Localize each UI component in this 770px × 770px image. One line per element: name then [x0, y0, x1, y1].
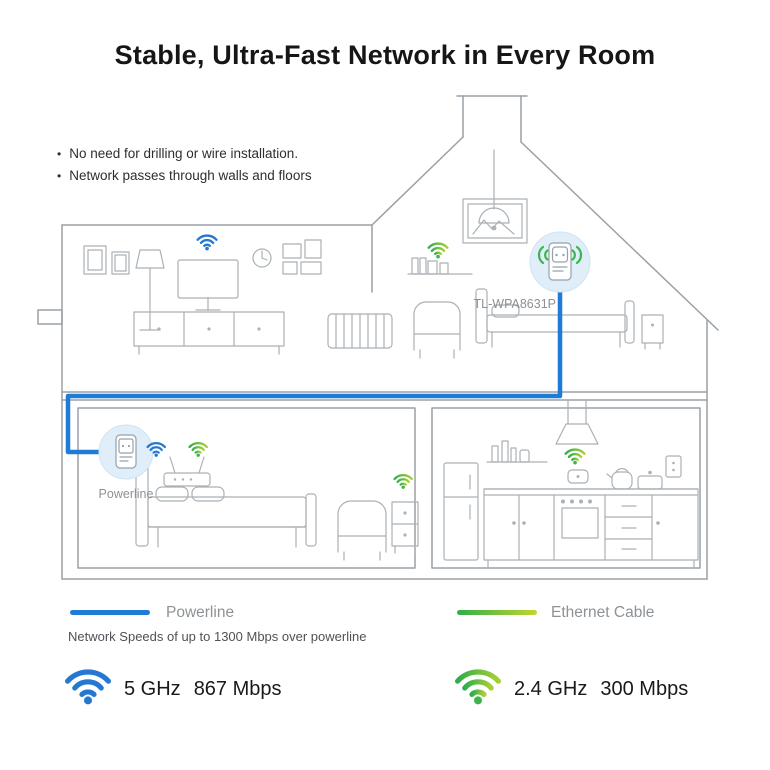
wifi-icon-blue — [196, 234, 218, 252]
wall-shelves — [282, 239, 322, 275]
attic-nightstand — [641, 314, 664, 350]
legend-ethernet-line — [457, 610, 537, 615]
picture-frames — [83, 245, 130, 275]
band-speed: 867 Mbps — [193, 678, 282, 700]
bullet-item: • Network passes through walls and floor… — [57, 165, 312, 187]
band-label: 5 GHz — [124, 678, 181, 700]
roof — [61, 136, 719, 331]
attic-picture-frame — [462, 198, 528, 244]
wifi-icon-green — [564, 448, 586, 466]
attic-bed — [475, 288, 635, 348]
bullet-dot: • — [57, 147, 62, 161]
room-bedroom — [77, 407, 416, 569]
wifi-icon-24ghz — [458, 672, 499, 704]
wifi-band-5ghz: 5 GHz 867 Mbps — [124, 678, 282, 701]
bullet-dot: • — [57, 169, 62, 183]
band-label: 2.4 GHz — [514, 678, 588, 700]
chimney — [456, 95, 528, 143]
powerline-extender-device — [529, 231, 591, 293]
tv — [177, 259, 239, 311]
bullet-item: • No need for drilling or wire installat… — [57, 143, 312, 165]
wall-outlet — [665, 455, 682, 478]
range-hood — [555, 399, 599, 445]
radiator-crib — [327, 313, 393, 349]
sideboard — [133, 311, 285, 355]
bed — [135, 463, 317, 548]
smart-device-kitchen — [567, 469, 589, 484]
powerline-adapter-label: Powerline — [98, 487, 154, 501]
legend-ethernet-label: Ethernet Cable — [551, 604, 655, 621]
wifi-icon-green — [427, 242, 449, 260]
wifi-icon-5ghz — [68, 672, 109, 704]
kitchen-cabinets — [483, 488, 699, 569]
bullet-text: Network passes through walls and floors — [69, 168, 312, 183]
powerline-cable — [65, 288, 563, 455]
kettle — [606, 468, 633, 490]
armchair-bedroom — [337, 500, 387, 561]
wifi-arc-left — [537, 245, 545, 265]
bullet-list: • No need for drilling or wire installat… — [57, 143, 312, 187]
powerline-adapter-device — [98, 424, 154, 480]
page-title: Stable, Ultra-Fast Network in Every Room — [114, 40, 656, 70]
book-shelf — [407, 257, 473, 275]
extender-model-label: TL-WPA8631P — [473, 297, 556, 311]
left-eave — [37, 309, 63, 325]
legend-powerline-line — [70, 610, 150, 615]
wall-clock — [252, 248, 272, 268]
bottle-shelf — [486, 440, 548, 463]
wifi-arc-right — [575, 245, 583, 265]
wifi-arc-left — [544, 249, 549, 261]
wifi-icon-green — [393, 473, 413, 490]
wifi-icon-green — [188, 441, 208, 458]
pot — [637, 470, 663, 490]
house-outline — [37, 95, 719, 580]
wifi-router — [163, 456, 211, 487]
floor-divider — [61, 391, 708, 401]
room-kitchen — [431, 407, 701, 569]
wifi-arc-right — [571, 249, 576, 261]
pendant-lamp — [478, 149, 510, 231]
band-speed: 300 Mbps — [600, 678, 689, 700]
fridge — [443, 462, 479, 561]
nightstand — [391, 501, 419, 554]
armchair-living — [413, 301, 461, 359]
wifi-band-24ghz: 2.4 GHz 300 Mbps — [514, 678, 688, 701]
bullet-text: No need for drilling or wire installatio… — [69, 146, 299, 161]
legend-powerline-label: Powerline — [166, 604, 235, 621]
powerline-note: Network Speeds of up to 1300 Mbps over p… — [68, 629, 367, 644]
floor-lamp — [135, 249, 165, 331]
